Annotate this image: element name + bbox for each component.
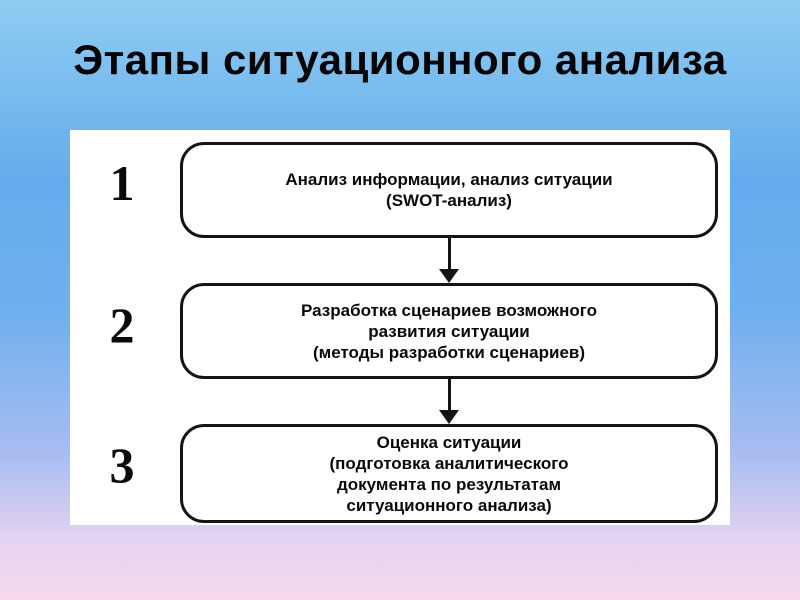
step-3-text-line: (подготовка аналитического — [329, 453, 569, 473]
step-number-1: 1 — [109, 155, 135, 211]
arrow-down-icon — [438, 379, 460, 424]
step-1-text-line: Анализ информации, анализ ситуации — [285, 170, 613, 189]
diagram-panel: 1 Анализ информации, анализ ситуации (SW… — [70, 130, 730, 525]
arrow-head — [439, 269, 459, 283]
step-box-1: Анализ информации, анализ ситуации (SWOT… — [180, 142, 718, 238]
arrow-head — [439, 410, 459, 424]
arrow-shaft — [447, 379, 451, 410]
step-3-text-line: документа по результатам — [336, 474, 562, 494]
step-1-text-line: (SWOT-анализ) — [386, 191, 512, 210]
step-box-2: Разработка сценариев возможного развития… — [180, 283, 718, 379]
arrow-down-icon — [438, 238, 460, 283]
step-2-text-line: Разработка сценариев возможного — [301, 300, 597, 320]
step-2-text-line: развития ситуации — [368, 321, 530, 341]
step-number-2: 2 — [109, 297, 135, 353]
step-number-3: 3 — [109, 437, 135, 493]
arrow-shaft — [447, 238, 451, 269]
slide-title: Этапы ситуационного анализа — [73, 36, 727, 83]
step-3-text-line: ситуационного анализа) — [346, 495, 552, 515]
step-3-text-line: Оценка ситуации — [376, 432, 522, 452]
step-box-3: Оценка ситуации (подготовка аналитическо… — [180, 424, 718, 523]
step-2-text-line: (методы разработки сценариев) — [312, 342, 586, 362]
